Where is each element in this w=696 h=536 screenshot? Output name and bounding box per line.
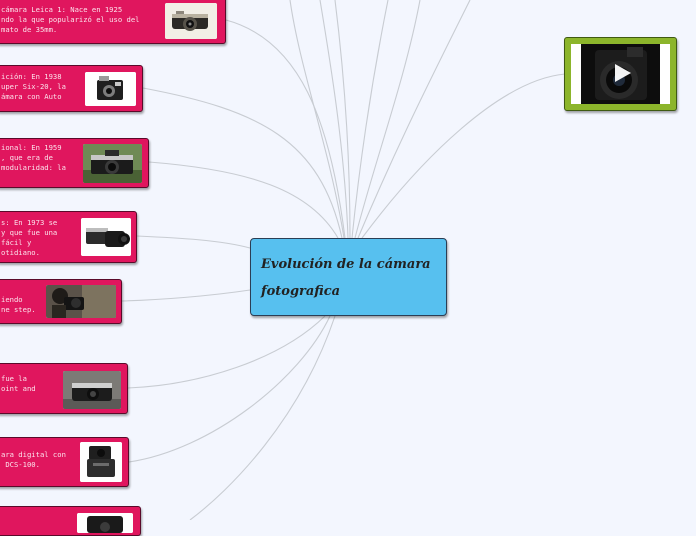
branch-node[interactable]: cámara Leica 1: Nace en 1925 ndo la que … [0, 0, 226, 44]
zoom-camera-photo [81, 218, 131, 256]
branch-node[interactable]: ara digital con DCS-100. [0, 437, 129, 487]
digital-camera-photo [80, 442, 122, 482]
branch-text: ional: En 1959 , que era de modularidad:… [1, 143, 66, 173]
branch-text: ara digital con DCS-100. [1, 450, 66, 470]
branch-node[interactable] [0, 506, 141, 536]
branch-text: cámara Leica 1: Nace en 1925 ndo la que … [1, 5, 139, 35]
modern-camera-photo [77, 513, 133, 533]
video-node[interactable] [564, 37, 677, 111]
central-topic-title: Evolución de la cámara fotografica [261, 251, 441, 305]
branch-node[interactable]: iendo ne step. [0, 279, 122, 324]
central-topic[interactable]: Evolución de la cámara fotografica [250, 238, 447, 316]
branch-node[interactable]: ional: En 1959 , que era de modularidad:… [0, 138, 149, 188]
branch-text: fue la oint and [1, 374, 36, 394]
branch-text: s: En 1973 se y que fue una fácil y otid… [1, 218, 57, 258]
leica-camera-photo [165, 3, 217, 39]
branch-node[interactable]: fue la oint and [0, 363, 128, 414]
branch-text: ición: En 1938 uper Six-20, la ámara con… [1, 72, 66, 102]
photographer-photo [46, 285, 116, 318]
bridge-camera-video[interactable] [571, 44, 670, 104]
slr-camera-photo [83, 144, 142, 183]
vintage-camera-photo [85, 72, 136, 106]
branch-node[interactable]: s: En 1973 se y que fue una fácil y otid… [0, 211, 137, 263]
branch-text: iendo ne step. [1, 295, 36, 315]
compact-camera-photo [63, 371, 121, 409]
branch-node[interactable]: ición: En 1938 uper Six-20, la ámara con… [0, 65, 143, 112]
